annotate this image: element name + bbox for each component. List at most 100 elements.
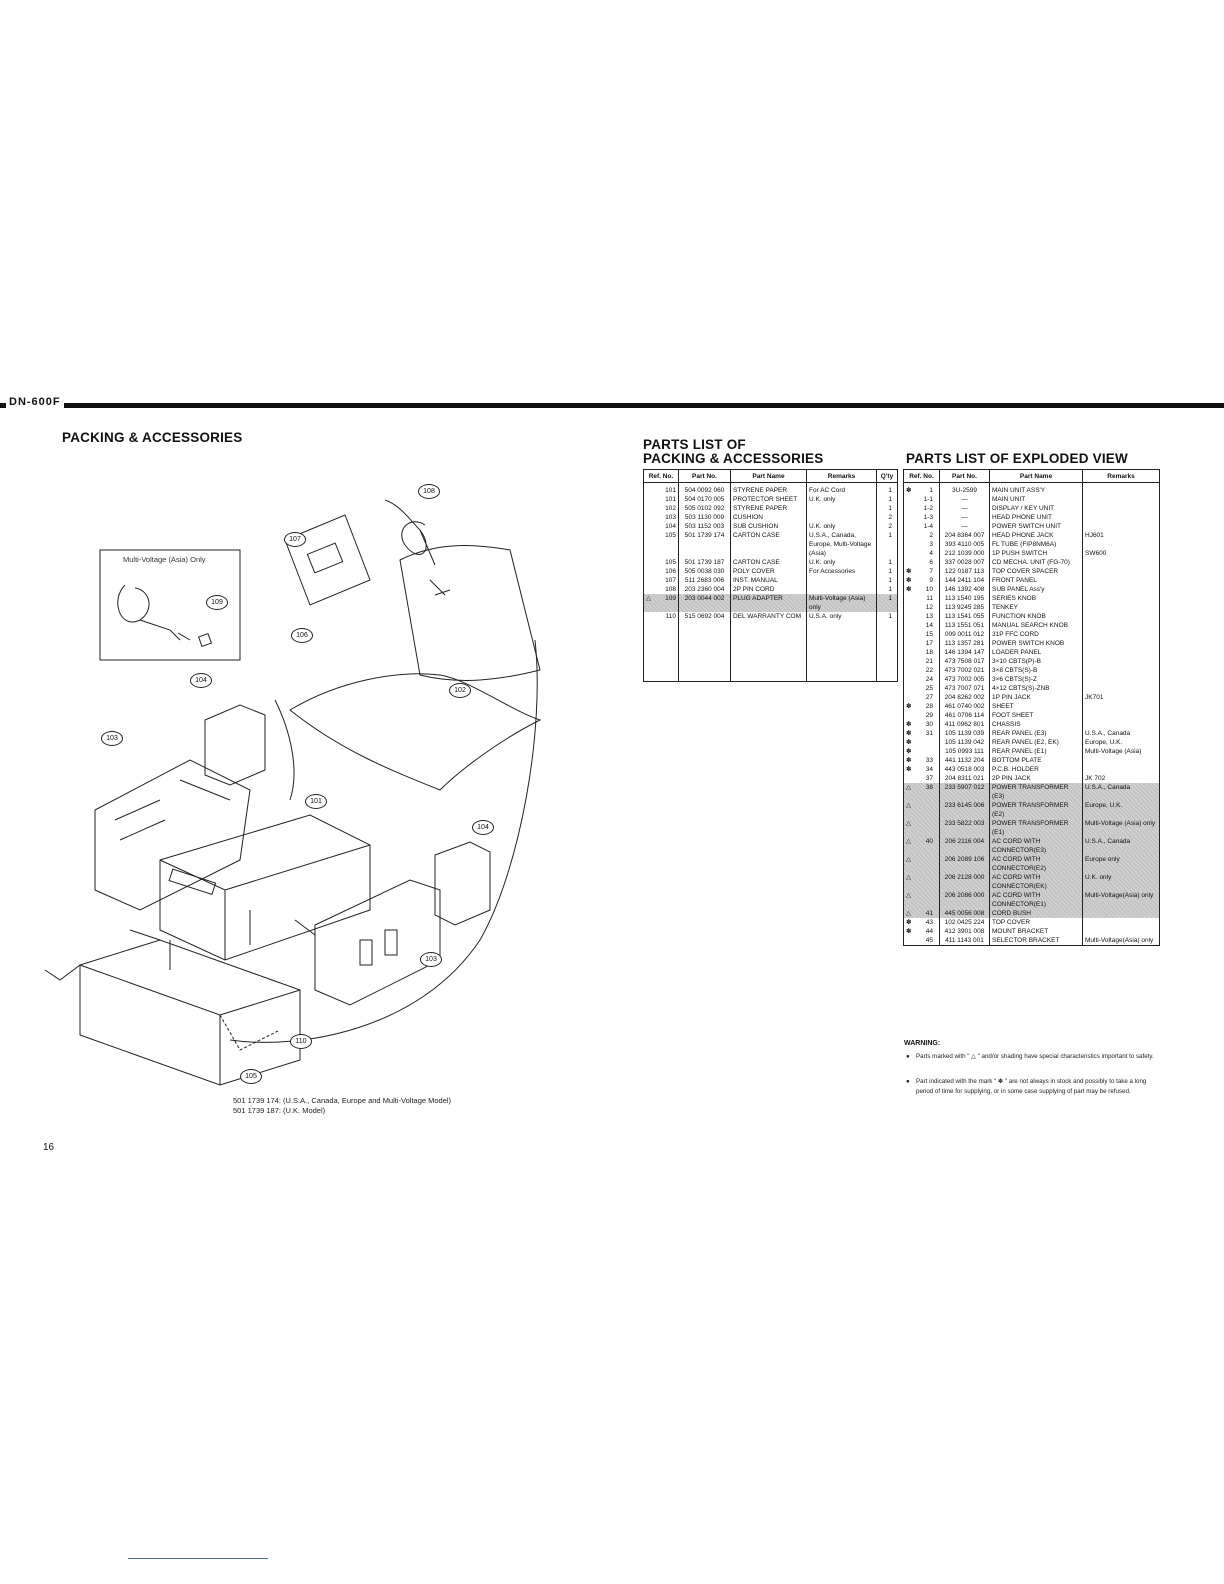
part-name: 3×6 CBTS(S)-Z: [989, 675, 1083, 684]
header-rule: [0, 403, 1224, 408]
ref-number: 18: [925, 649, 933, 656]
part-name: SHEET: [989, 702, 1083, 711]
ref-number: 21: [925, 658, 933, 665]
remarks: Multi-Voltage(Asia) only: [1082, 936, 1160, 946]
part-name: FRONT PANEL: [989, 576, 1083, 585]
ref-cell: 108: [643, 585, 679, 594]
part-number: 212 1039 000: [939, 549, 990, 558]
col-remarks: Remarks: [806, 469, 877, 483]
ref-number: 45: [925, 937, 933, 944]
ref-number: 29: [925, 712, 933, 719]
part-number: 009 0011 012: [939, 630, 990, 639]
part-name: REAR PANEL (E2, EK): [989, 738, 1083, 747]
remarks: [1082, 540, 1160, 549]
ref-cell: 110: [643, 612, 679, 621]
part-name: POWER TRANSFORMER (E1): [989, 819, 1083, 837]
part-number: 233 5822 003: [939, 819, 990, 837]
remarks: [806, 585, 877, 594]
ref-cell: 105: [643, 531, 679, 558]
part-number: 105 1139 042: [939, 738, 990, 747]
remarks: U.K. only: [806, 522, 877, 531]
part-number: 441 1132 204: [939, 756, 990, 765]
callout-104-right: 104: [472, 820, 494, 835]
part-number: 233 6145 006: [939, 801, 990, 819]
ref-cell: 24: [903, 675, 940, 684]
ref-cell: △: [903, 819, 940, 837]
parts-packing-title: PARTS LIST OF PACKING & ACCESSORIES: [643, 438, 823, 466]
part-name: 2P PIN CORD: [730, 585, 807, 594]
ref-number: 24: [925, 676, 933, 683]
styrene-paper: [289, 673, 542, 791]
bullet-icon: ●: [906, 1053, 910, 1060]
ref-cell: △40: [903, 837, 940, 855]
ref-number: 27: [925, 694, 933, 701]
safety-mark-icon: ✽: [906, 721, 912, 728]
safety-mark-icon: △: [906, 802, 911, 809]
callout-105: 105: [240, 1069, 262, 1084]
part-name: 1P PIN JACK: [989, 693, 1083, 702]
ref-number: 31: [925, 730, 933, 737]
ref-cell: 4: [903, 549, 940, 558]
ref-number: 1-1: [923, 496, 933, 503]
quantity: 1: [876, 495, 898, 504]
safety-mark-icon: ✽: [906, 568, 912, 575]
remarks: Europe, U.K.: [1082, 738, 1160, 747]
part-number: 393 4110 005: [939, 540, 990, 549]
part-number: 105 0993 111: [939, 747, 990, 756]
part-number: 146 1394 147: [939, 648, 990, 657]
ref-cell: 12: [903, 603, 940, 612]
part-number: 412 3901 008: [939, 927, 990, 936]
part-name: AC CORD WITH CONNECTOR(EK): [989, 873, 1083, 891]
remarks: Multi-Voltage(Asia) only: [1082, 891, 1160, 909]
ref-cell: 45: [903, 936, 940, 946]
packing-title: PACKING & ACCESSORIES: [62, 430, 243, 445]
part-number: 504 0170 005: [678, 495, 731, 504]
ref-cell: 3: [903, 540, 940, 549]
ref-cell: △: [903, 855, 940, 873]
part-number: 505 0038 030: [678, 567, 731, 576]
ref-number: 22: [925, 667, 933, 674]
part-number: 113 1541 055: [939, 612, 990, 621]
ref-number: 33: [925, 757, 933, 764]
part-name: POWER TRANSFORMER (E3): [989, 783, 1083, 801]
warning-title: WARNING:: [904, 1040, 941, 1047]
ref-cell: 1-1: [903, 495, 940, 504]
part-number: 203 2360 004: [678, 585, 731, 594]
part-number: 411 0962 801: [939, 720, 990, 729]
ref-cell: 102: [643, 504, 679, 513]
ref-number: 1-2: [923, 505, 933, 512]
part-name: 31P FFC CORD: [989, 630, 1083, 639]
ref-number: 13: [925, 613, 933, 620]
safety-mark-icon: △: [906, 892, 911, 899]
quantity: 1: [876, 576, 898, 585]
ref-number: 2: [929, 532, 933, 539]
remarks: JK 702: [1082, 774, 1160, 783]
remarks: U.S.A., Canada, Europe, Multi-Voltage (A…: [806, 531, 877, 558]
quantity: 1: [876, 504, 898, 513]
remarks: [1082, 657, 1160, 666]
remarks: U.S.A. only: [806, 612, 877, 621]
ref-number: 109: [665, 595, 676, 602]
empty-cell: [806, 621, 877, 682]
remarks: [1082, 594, 1160, 603]
warning-text: Part indicated with the mark " ✽ " are n…: [916, 1078, 1147, 1095]
ref-number: 25: [925, 685, 933, 692]
part-number: 473 7002 005: [939, 675, 990, 684]
part-number: 503 1130 009: [678, 513, 731, 522]
part-name: REAR PANEL (E3): [989, 729, 1083, 738]
callout-109: 109: [206, 595, 228, 610]
remarks: [1082, 666, 1160, 675]
inset-plug: [197, 632, 213, 648]
part-number: 203 0044 002: [678, 594, 731, 612]
empty-cell: [678, 621, 731, 682]
part-name: AC CORD WITH CONNECTOR(E1): [989, 891, 1083, 909]
